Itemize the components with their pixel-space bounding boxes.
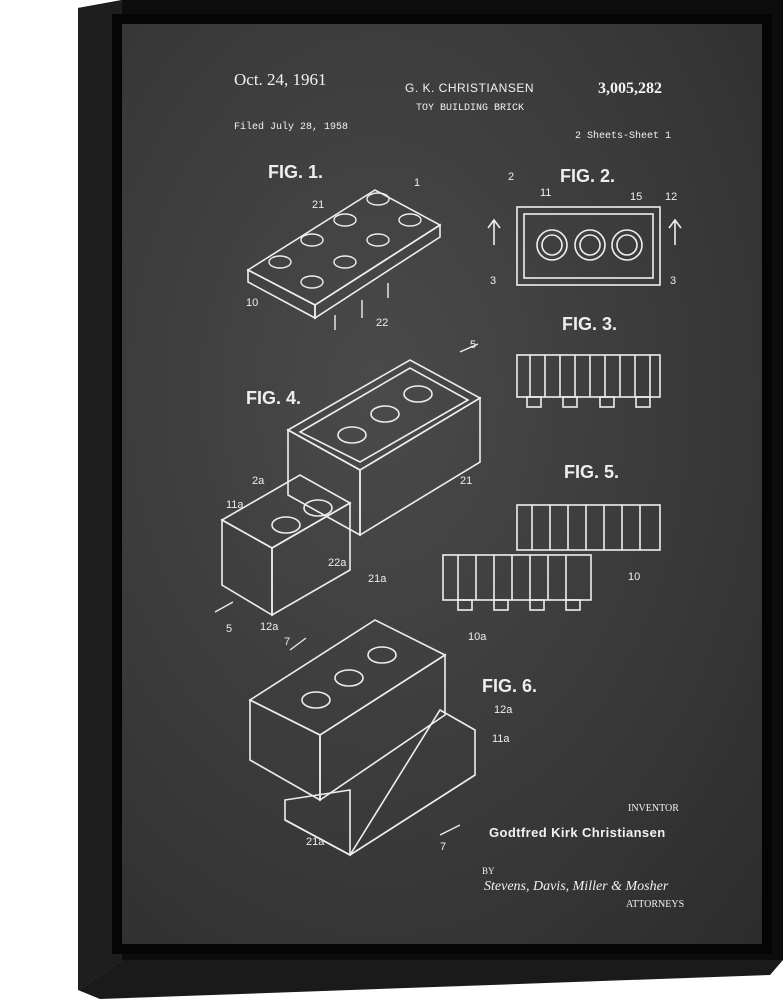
filed-date: Filed July 28, 1958 xyxy=(234,122,349,133)
inventor-short: G. K. CHRISTIANSEN xyxy=(405,81,535,95)
ref-label: 11 xyxy=(540,187,551,199)
by-label: BY xyxy=(482,866,495,876)
ref-label: 12a xyxy=(494,704,513,716)
section-arrows xyxy=(214,343,479,836)
ref-label: 3 xyxy=(490,275,496,287)
ref-label: 11a xyxy=(226,499,244,511)
sheet-count: 2 Sheets-Sheet 1 xyxy=(575,131,672,142)
ref-label: 10 xyxy=(628,571,640,583)
patent-date: Oct. 24, 1961 xyxy=(234,70,327,89)
fig3-label: FIG. 3. xyxy=(562,314,617,334)
inventor-label: INVENTOR xyxy=(628,803,679,814)
fig1-label: FIG. 1. xyxy=(268,162,323,182)
attorneys-label: ATTORNEYS xyxy=(626,899,685,910)
ref-label: 12a xyxy=(260,621,279,633)
ref-label: 22 xyxy=(376,317,388,329)
fig2-top-view xyxy=(487,206,682,286)
ref-label: 10a xyxy=(468,631,487,643)
fig1-brick-plate xyxy=(246,189,442,330)
ref-label: 12 xyxy=(665,191,677,203)
patent-number: 3,005,282 xyxy=(598,80,662,97)
ref-label: 21a xyxy=(306,836,325,848)
fig5-label: FIG. 5. xyxy=(564,462,619,482)
ref-label: 22a xyxy=(328,557,347,569)
fig3-section xyxy=(516,354,661,408)
fig6-label: FIG. 6. xyxy=(482,676,537,696)
patent-title: TOY BUILDING BRICK xyxy=(416,103,525,114)
ref-label: 1 xyxy=(414,177,420,189)
fig4-label: FIG. 4. xyxy=(246,388,301,408)
ref-label: 5 xyxy=(470,339,476,351)
fig6-offset-bricks xyxy=(248,619,476,857)
ref-label: 21a xyxy=(368,573,387,585)
ref-label: 11a xyxy=(492,733,510,745)
fig5-section xyxy=(442,504,661,611)
ref-label: 2a xyxy=(252,475,265,487)
ref-label: 7 xyxy=(440,841,446,853)
ref-label: 5 xyxy=(226,623,232,635)
ref-label: 21 xyxy=(460,475,472,487)
ref-label: 3 xyxy=(670,275,676,287)
ref-label: 2 xyxy=(508,171,514,183)
fig2-label: FIG. 2. xyxy=(560,166,615,186)
ref-label: 15 xyxy=(630,191,642,203)
ref-label: 21 xyxy=(312,199,324,211)
ref-label: 10 xyxy=(246,297,258,309)
inventor-name: Godtfred Kirk Christiansen xyxy=(489,825,666,840)
ref-label: 7 xyxy=(284,636,290,648)
fig4-stacked-bricks xyxy=(220,359,482,617)
attorneys-signature: Stevens, Davis, Miller & Mosher xyxy=(484,879,669,894)
chalkboard-canvas xyxy=(122,24,762,944)
